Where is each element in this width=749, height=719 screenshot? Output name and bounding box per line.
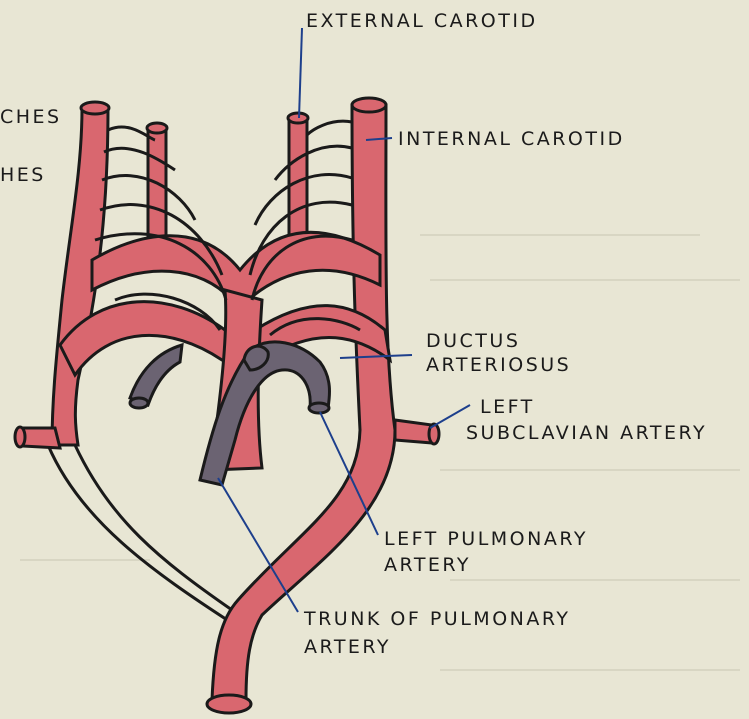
label-left-pulmonary-1: LEFT PULMONARY <box>384 528 588 550</box>
right-internal-carotid-opening <box>352 98 386 112</box>
descending-aorta-opening <box>207 695 251 713</box>
label-external-carotid: EXTERNAL CAROTID <box>306 10 538 32</box>
label-ductus-arteriosus-2: ARTERIOSUS <box>426 354 571 376</box>
label-left-subclavian-1: LEFT <box>480 396 535 418</box>
pulmonary-trunk-opening <box>309 403 329 413</box>
left-internal-carotid-opening <box>81 102 109 114</box>
left-subclavian-stub <box>395 420 432 443</box>
label-internal-carotid: INTERNAL CAROTID <box>398 128 625 150</box>
label-arches-cut-2: HES <box>0 164 46 186</box>
label-left-subclavian-2: SUBCLAVIAN ARTERY <box>466 422 707 444</box>
left-pulmonary-left-opening <box>130 398 148 408</box>
left-subclavian-leader <box>430 405 470 428</box>
left-external-carotid-opening <box>147 123 167 133</box>
label-trunk-pulmonary-1: TRUNK OF PULMONARY <box>304 608 570 630</box>
left-pulmonary-branch-left <box>130 345 182 405</box>
right-subclavian-opening <box>15 427 25 447</box>
right-external-carotid-opening <box>288 113 308 123</box>
upper-arch-band <box>92 232 380 300</box>
external-carotid-leader <box>299 28 302 118</box>
label-arches-cut-1: CHES <box>0 106 62 128</box>
label-ductus-arteriosus-1: DUCTUS <box>426 330 520 352</box>
right-subclavian-stub <box>22 428 60 448</box>
label-trunk-pulmonary-2: ARTERY <box>304 636 391 658</box>
label-left-pulmonary-2: ARTERY <box>384 554 471 576</box>
